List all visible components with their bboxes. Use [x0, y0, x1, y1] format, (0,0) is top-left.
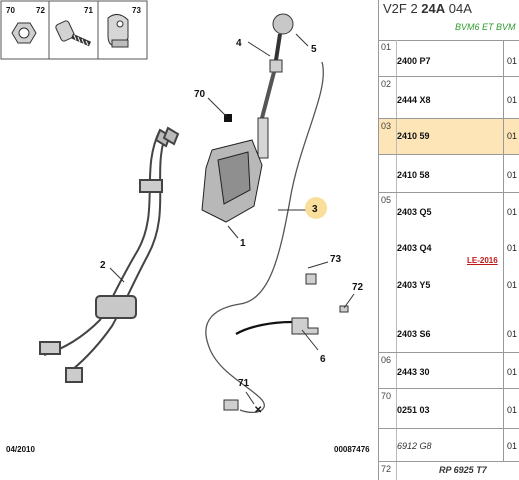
part-ref[interactable]: 2400 P7 [397, 56, 431, 66]
callout-70-inset: 70 [6, 6, 15, 15]
part-ref[interactable]: 6912 G8 [397, 441, 432, 451]
part-ref[interactable]: 0251 03 [397, 405, 430, 415]
part-qty: 01 [503, 155, 517, 192]
part-qty: 01 [507, 207, 518, 217]
footer-date: 04/2010 [6, 445, 35, 454]
part-ref[interactable]: 2410 59 [397, 131, 430, 141]
parts-row-70[interactable]: 70 0251 03 01 [379, 389, 519, 429]
part-ref[interactable]: 2403 Y5 [397, 280, 431, 290]
gear-knob-drawing [257, 13, 294, 159]
part-ref[interactable]: 2410 58 [397, 170, 430, 180]
part-qty-column: 01 01 01 01 [503, 193, 517, 352]
part-ref[interactable]: RP 6925 T7 [439, 465, 487, 475]
part-note-link[interactable]: LE-2016 [467, 256, 498, 265]
parts-list-panel: V2F 2 24A 04A BVM6 ET BVM 01 2400 P7 01 … [378, 0, 519, 480]
parts-row-03[interactable]: 03 2410 59 01 [379, 119, 519, 155]
callout-73-inset: 73 [132, 6, 141, 15]
footer-code: 00087476 [334, 445, 370, 454]
part-qty: 01 [503, 77, 517, 118]
callout-72-inset: 72 [36, 6, 45, 15]
nut-part-drawing [11, 22, 37, 44]
callout-3: 3 [312, 204, 318, 215]
panel-header: V2F 2 24A 04A BVM6 ET BVM [379, 0, 519, 41]
callout-70: 70 [194, 89, 206, 100]
panel-header-code: V2F 2 24A 04A [383, 1, 472, 16]
gear-lever-base-drawing [201, 114, 263, 223]
part-qty: 01 [503, 40, 517, 76]
callout-6: 6 [320, 354, 326, 365]
part-ref[interactable]: 2403 Q4 [397, 243, 432, 253]
callout-5: 5 [311, 44, 317, 55]
screw-part-drawing [55, 20, 92, 47]
inset-frame [0, 0, 148, 60]
parts-row-04[interactable]: 2410 58 01 [379, 155, 519, 193]
callout-73: 73 [330, 254, 342, 265]
parts-row-05[interactable]: 05 2403 Q5 2403 Q4 LE-2016 2403 Y5 2403 … [379, 193, 519, 353]
part-qty: 01 [503, 353, 517, 388]
part-ref[interactable]: 2443 30 [397, 367, 430, 377]
parts-row-06[interactable]: 06 2443 30 01 [379, 353, 519, 389]
part-qty: 01 [507, 329, 518, 339]
diagram-drawing: ✕ 70 72 71 73 4 5 70 1 3 2 73 72 6 71 04… [0, 0, 370, 454]
part-qty: 01 [507, 243, 518, 253]
bracket-parts-drawing [223, 273, 349, 411]
part-ref[interactable]: 2403 Q5 [397, 207, 432, 217]
callout-72: 72 [352, 282, 364, 293]
parts-row-01[interactable]: 01 2400 P7 01 [379, 40, 519, 77]
callout-4: 4 [236, 38, 242, 49]
part-ref[interactable]: 2403 S6 [397, 329, 431, 339]
clip-part-drawing [107, 14, 129, 48]
parts-row-71[interactable]: 6912 G8 01 [379, 429, 519, 462]
part-ref[interactable]: 2444 X8 [397, 95, 431, 105]
long-cable-drawing [205, 61, 324, 414]
callout-highlight [305, 197, 327, 219]
parts-row-72[interactable]: 72 RP 6925 T7 [379, 462, 519, 480]
parts-row-02[interactable]: 02 2444 X8 01 [379, 77, 519, 119]
parts-diagram: ✕ 70 72 71 73 4 5 70 1 3 2 73 72 6 71 04… [0, 0, 371, 454]
callout-1: 1 [240, 238, 246, 249]
svg-text:✕: ✕ [254, 405, 262, 416]
callout-71: 71 [238, 378, 250, 389]
panel-header-subtitle: BVM6 ET BVM [455, 22, 516, 32]
callout-2: 2 [100, 260, 106, 271]
part-qty: 01 [503, 119, 517, 154]
part-qty: 01 [503, 429, 517, 461]
part-qty: 01 [507, 280, 518, 290]
gear-cables-left-drawing [39, 126, 180, 383]
callout-71-inset: 71 [84, 6, 93, 15]
part-qty: 01 [503, 389, 517, 428]
